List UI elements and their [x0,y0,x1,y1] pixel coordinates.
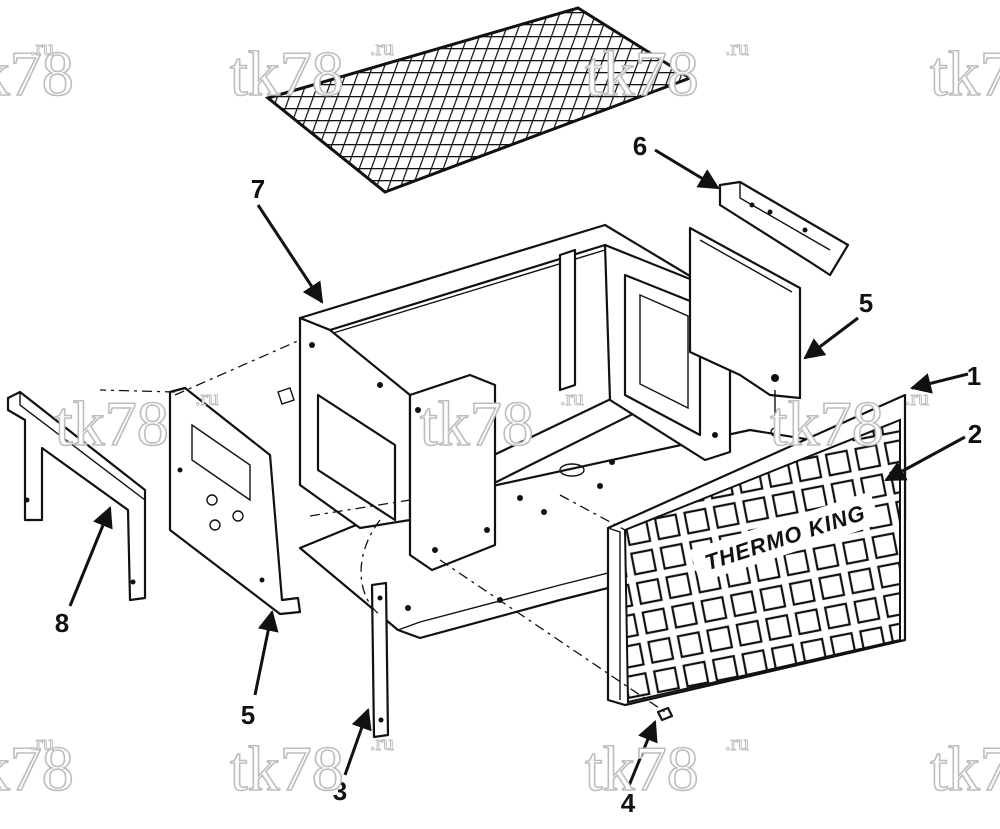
svg-text:tk78: tk78 [770,388,884,459]
watermark: tk78 .ru [419,385,584,460]
svg-text:tk78: tk78 [0,38,74,109]
watermark: tk78 [929,37,1000,110]
side-panel-left [168,386,302,616]
svg-text:tk78: tk78 [585,38,699,109]
svg-text:.ru: .ru [370,35,394,60]
watermark: tk78 .ru [584,730,749,805]
svg-text:.ru: .ru [30,35,54,60]
svg-text:tk78: tk78 [930,733,1000,804]
callout-labels: 7 6 5 1 2 8 5 3 4 [55,131,982,818]
assembly-lines [99,339,666,713]
svg-text:.ru: .ru [370,730,394,755]
svg-text:.ru: .ru [195,385,219,410]
svg-text:.ru: .ru [905,385,929,410]
watermark: tk78 .ru [584,35,749,110]
svg-text:.ru: .ru [30,730,54,755]
front-grille-panel: THERMO KING [606,393,907,707]
svg-text:.ru: .ru [725,35,749,60]
svg-text:.ru: .ru [560,385,584,410]
watermark: tk78 .ru [0,730,75,805]
top-mesh-screen [264,6,694,194]
callout-5-right: 5 [859,288,873,318]
support-strap [370,581,390,739]
bolt [656,706,674,722]
main-frame [277,223,732,572]
svg-text:tk78: tk78 [420,388,534,459]
callout-8: 8 [55,608,69,638]
watermarks: tk78 .ru tk78 .ru tk78 .ru tk78 tk78 .ru… [0,35,1000,805]
svg-text:tk78: tk78 [0,733,74,804]
callout-5-left: 5 [241,700,255,730]
svg-text:tk78: tk78 [230,38,344,109]
watermark: tk78 .ru [0,35,75,110]
svg-text:tk78: tk78 [585,733,699,804]
callout-3: 3 [333,776,347,806]
watermark: tk78 .ru [54,385,219,460]
svg-text:tk78: tk78 [55,388,169,459]
mounting-bracket [6,390,147,602]
svg-text:tk78: tk78 [230,733,344,804]
callout-arrows [68,148,969,789]
svg-text:.ru: .ru [725,730,749,755]
angle-bracket [718,180,850,277]
watermark: tk78 .ru [769,385,929,460]
callout-2: 2 [968,419,982,449]
side-panel-right [688,226,802,437]
callout-7: 7 [251,174,265,204]
watermark: tk78 .ru [229,35,394,110]
watermark: tk78 .ru [229,730,394,805]
watermark: tk78 [929,732,1000,805]
callout-6: 6 [633,131,647,161]
callout-4: 4 [621,788,636,818]
callout-1: 1 [967,361,981,391]
svg-text:tk78: tk78 [930,38,1000,109]
